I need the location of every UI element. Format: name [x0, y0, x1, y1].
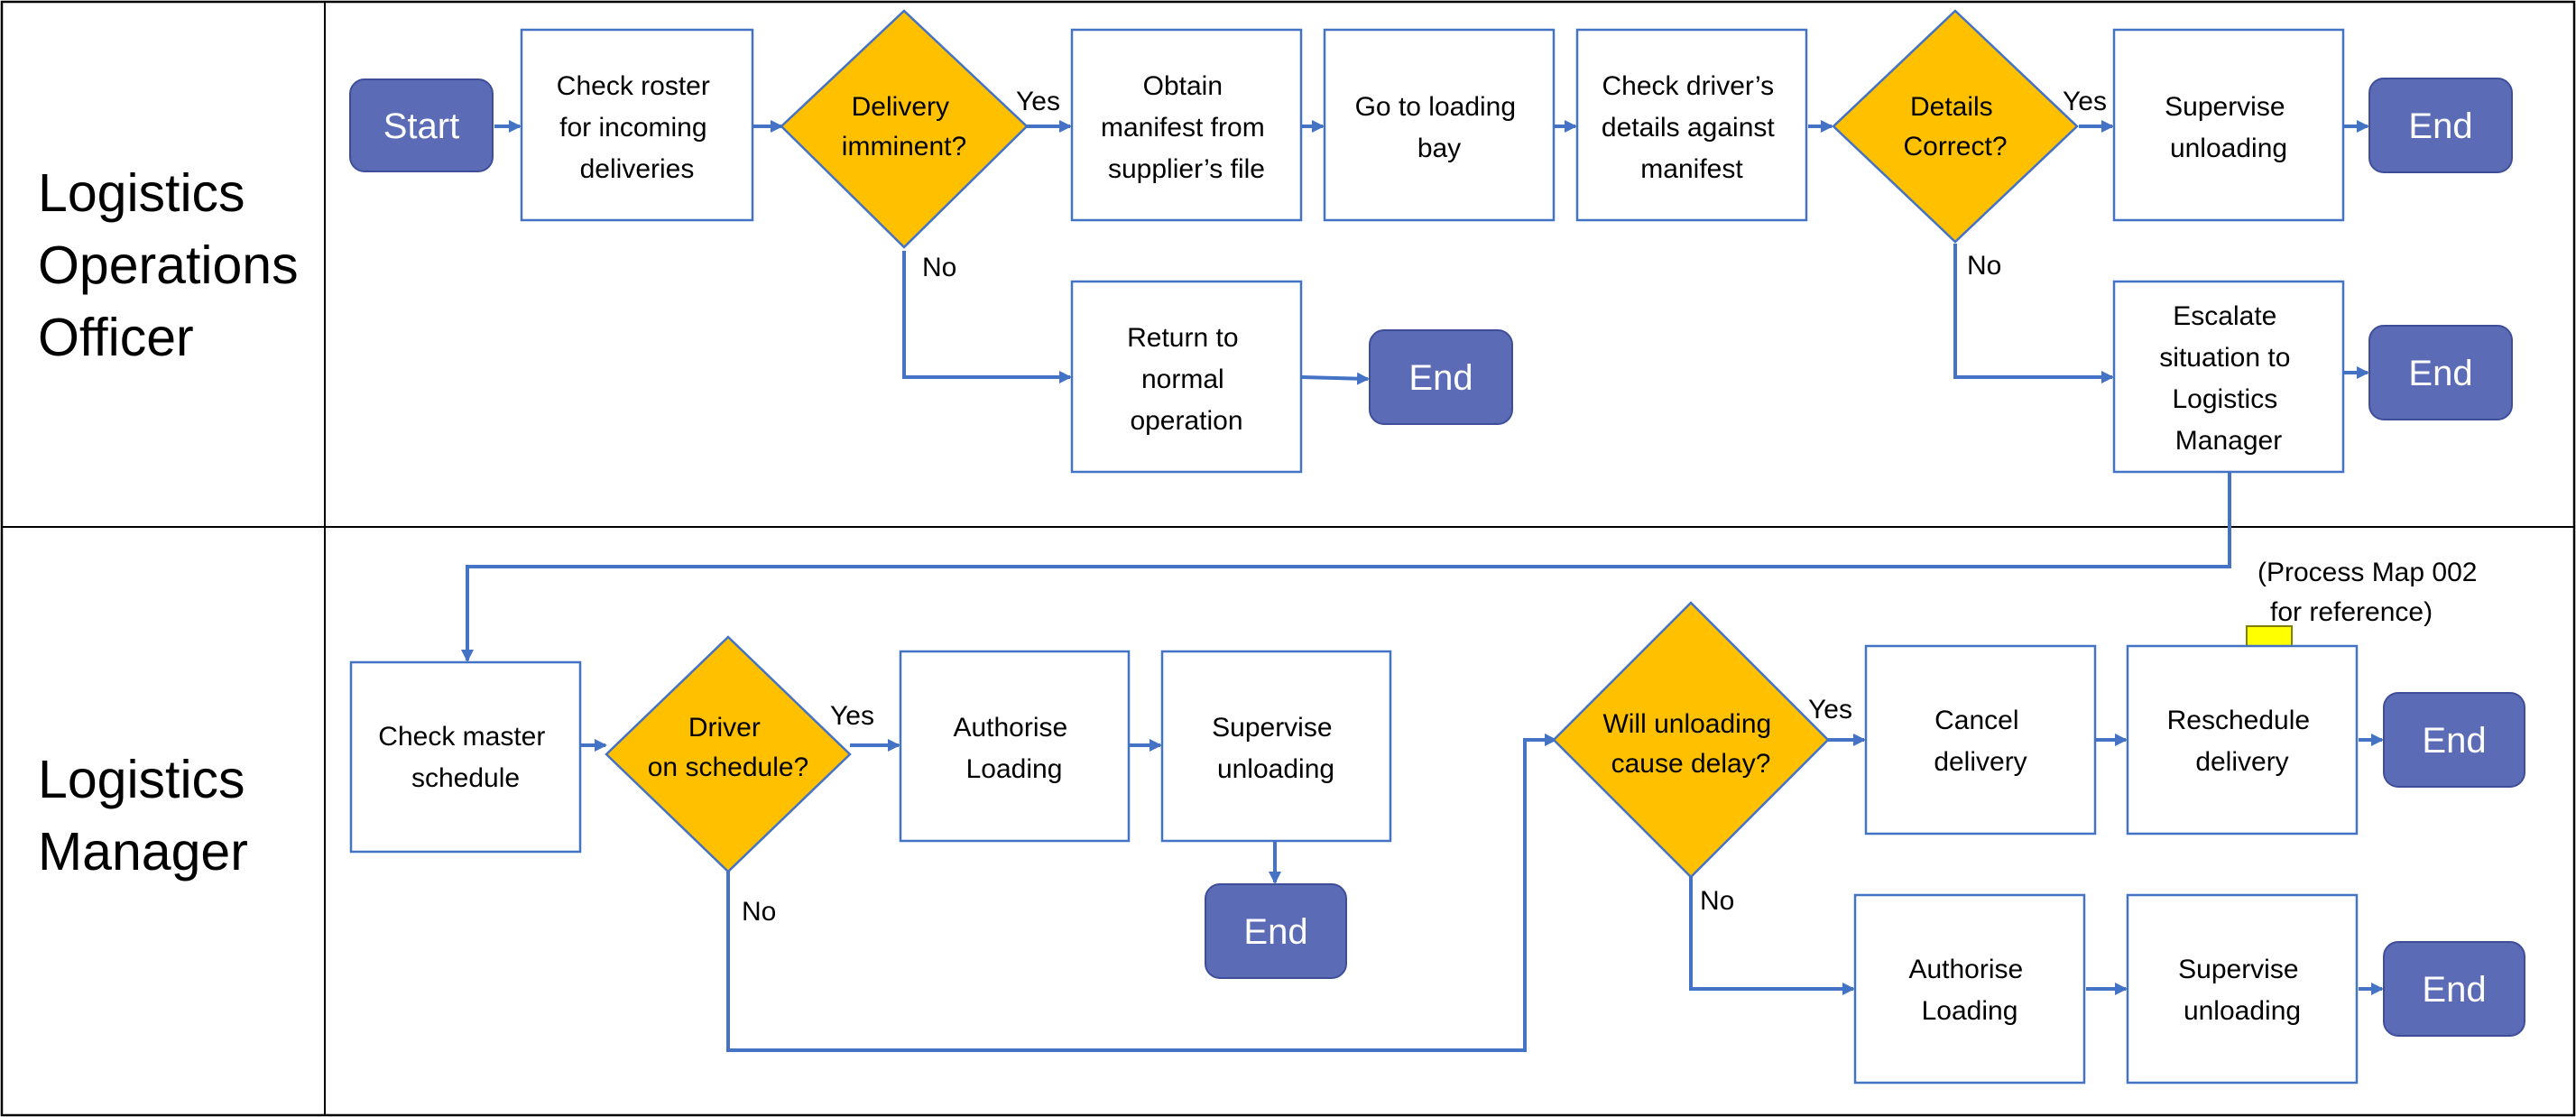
- edge-label-no: No: [922, 253, 956, 282]
- terminal-end[interactable]: End: [2383, 941, 2525, 1037]
- connector: [1953, 244, 2114, 383]
- svg-text:Will unloading cause d: Will unloading cause delay?: [1602, 709, 1778, 779]
- process-cancel-delivery[interactable]: Cancel delivery: [1864, 644, 2097, 835]
- edge-label-yes: Yes: [1016, 87, 1060, 116]
- svg-text:End: End: [2422, 721, 2486, 761]
- decision-will-unloading-cause-delay[interactable]: Will unloading cause delay?: [1552, 601, 1830, 879]
- process-supervise-unloading[interactable]: Supervise unloading: [2112, 28, 2345, 222]
- edge-label-no: No: [1967, 251, 2001, 281]
- svg-text:Driver on schedule?: Driver on schedule?: [648, 713, 808, 782]
- svg-text:Start: Start: [383, 106, 459, 146]
- svg-text:Authorise Loading: Authorise Loading: [953, 713, 1075, 784]
- lane-title-manager: Logistics Manager: [38, 750, 260, 882]
- process-obtain-manifest[interactable]: Obtain manifest from supplier’s file: [1070, 28, 1303, 222]
- svg-text:Obtain manifest from: Obtain manifest from supplier’s file: [1101, 71, 1272, 184]
- lane-title-line: Operations: [38, 235, 299, 295]
- terminal-end[interactable]: End: [1205, 883, 1347, 979]
- svg-text:Escalate situation to: Escalate situation to Logistics Manager: [2159, 301, 2297, 456]
- process-return-to-normal[interactable]: Return to normal operation: [1070, 280, 1303, 474]
- decision-details-correct[interactable]: Details Correct?: [1832, 9, 2079, 244]
- connectors: [461, 120, 2384, 1052]
- edge-label-yes: Yes: [830, 701, 874, 731]
- process-check-driver-details[interactable]: Check driver’s details against manifest: [1575, 28, 1808, 222]
- svg-text:Check driver’s details: Check driver’s details against manifest: [1602, 71, 1782, 184]
- process-authorise-loading[interactable]: Authorise Loading: [899, 650, 1131, 843]
- process-check-master-schedule[interactable]: Check master schedule: [349, 660, 582, 854]
- edge-labels: Yes No Yes No Yes No Yes No: [742, 87, 2107, 927]
- connector: [902, 251, 1072, 383]
- connector: [726, 734, 1557, 1052]
- edge-label-yes: Yes: [2063, 87, 2107, 116]
- lane-title-line: Manager: [38, 822, 248, 882]
- lane-title-officer: Logistics Operations Officer: [38, 163, 313, 367]
- note-line: (Process Map 002: [2257, 558, 2477, 587]
- svg-text:Go to loading bay: Go to loading bay: [1355, 92, 1524, 163]
- process-go-to-loading-bay[interactable]: Go to loading bay: [1323, 28, 1556, 222]
- svg-text:End: End: [1408, 358, 1473, 398]
- edge-label-no: No: [1700, 886, 1734, 916]
- edge-label-no: No: [742, 897, 776, 927]
- svg-text:Delivery imminent?: Delivery imminent?: [842, 92, 966, 162]
- svg-text:End: End: [1243, 912, 1307, 952]
- edge-label-yes: Yes: [1808, 695, 1852, 725]
- decision-delivery-imminent[interactable]: Delivery imminent?: [780, 9, 1029, 249]
- svg-text:Supervise unloading: Supervise unloading: [2178, 955, 2306, 1026]
- decision-driver-on-schedule[interactable]: Driver on schedule?: [605, 635, 852, 873]
- terminal-end[interactable]: End: [2368, 325, 2513, 420]
- connector: [1301, 372, 1370, 385]
- process-check-roster[interactable]: Check roster for incoming deliveries: [520, 28, 754, 222]
- svg-text:Return to normal: Return to normal operation: [1127, 323, 1246, 436]
- terminal-end[interactable]: End: [2383, 692, 2525, 788]
- svg-text:Supervise unloading: Supervise unloading: [1212, 713, 1340, 784]
- lane-title-line: Officer: [38, 308, 194, 367]
- reference-note-text: (Process Map 002 for reference): [2257, 558, 2485, 627]
- process-authorise-loading[interactable]: Authorise Loading: [1853, 893, 2086, 1085]
- process-supervise-unloading[interactable]: Supervise unloading: [2126, 893, 2359, 1085]
- svg-text:End: End: [2422, 970, 2486, 1010]
- svg-text:End: End: [2408, 354, 2472, 393]
- terminal-end[interactable]: End: [2368, 78, 2513, 173]
- connector: [1689, 873, 1855, 995]
- svg-text:Check master schedule: Check master schedule: [378, 722, 552, 793]
- svg-text:Supervise unloading: Supervise unloading: [2165, 92, 2293, 163]
- terminal-end[interactable]: End: [1369, 329, 1513, 425]
- svg-text:Cancel delivery: Cancel delivery: [1934, 706, 2027, 777]
- process-escalate-situation[interactable]: Escalate situation to Logistics Manager: [2112, 280, 2345, 474]
- svg-text:Details Correct?: Details Correct?: [1903, 92, 2007, 162]
- svg-text:Check roster for incom: Check roster for incoming deliveries: [557, 71, 717, 184]
- connector: [461, 473, 2231, 662]
- svg-text:Authorise Loading: Authorise Loading: [1908, 955, 2030, 1026]
- note-line: for reference): [2270, 597, 2433, 627]
- nodes: Start Check roster for incoming deliveri…: [349, 9, 2525, 1085]
- lane-title-line: Logistics: [38, 163, 245, 223]
- lane-title-line: Logistics: [38, 750, 245, 809]
- svg-text:End: End: [2408, 106, 2472, 146]
- process-supervise-unloading[interactable]: Supervise unloading: [1160, 650, 1392, 843]
- terminal-start[interactable]: Start: [349, 78, 494, 172]
- svg-text:Reschedule delivery: Reschedule delivery: [2167, 706, 2318, 777]
- process-reschedule-delivery[interactable]: Reschedule delivery: [2126, 644, 2359, 835]
